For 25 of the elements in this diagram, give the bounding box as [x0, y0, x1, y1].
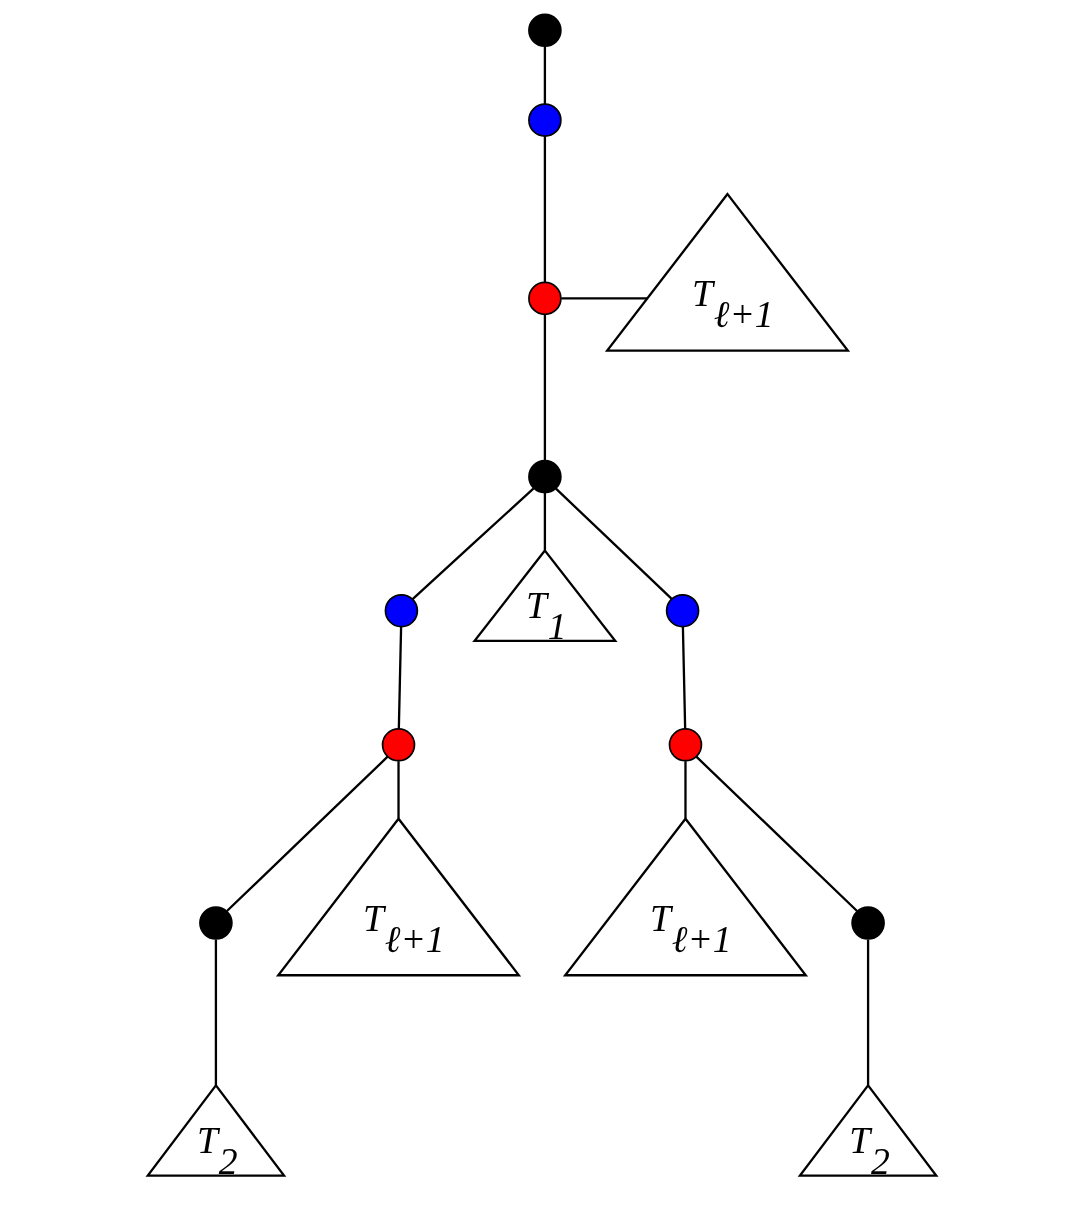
node-circle — [199, 906, 233, 940]
connector — [684, 761, 687, 819]
node-circle — [528, 459, 562, 494]
connector — [866, 939, 870, 1086]
node-circle — [384, 593, 419, 628]
node-circle — [528, 13, 562, 48]
node-circle — [381, 727, 416, 762]
connector — [554, 487, 673, 600]
node-circle — [668, 727, 703, 762]
connector — [543, 492, 547, 551]
node-circle — [665, 593, 700, 628]
connector — [681, 626, 687, 729]
connector — [226, 755, 389, 912]
connector — [543, 46, 547, 105]
node-circle — [851, 906, 885, 940]
connector — [214, 939, 218, 1086]
connector — [411, 487, 535, 600]
connector — [561, 297, 647, 300]
node-circle — [528, 103, 562, 137]
node-circle — [528, 281, 562, 316]
connector — [397, 761, 400, 819]
connector — [397, 626, 403, 729]
connector — [543, 136, 547, 283]
connector — [695, 755, 858, 912]
connector — [543, 314, 547, 461]
